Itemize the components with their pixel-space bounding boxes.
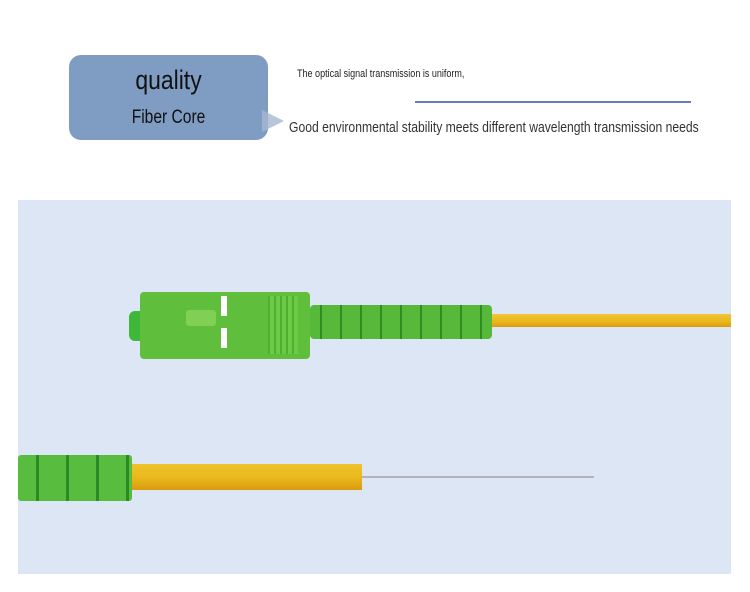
connector-boot bbox=[310, 305, 492, 339]
connector-slot-top bbox=[221, 296, 227, 316]
connector-latch bbox=[186, 310, 216, 326]
product-image-panel bbox=[18, 200, 731, 574]
bare-fiber-core bbox=[362, 476, 594, 478]
callout-pointer bbox=[262, 110, 284, 132]
quality-callout: quality Fiber Core bbox=[69, 55, 268, 140]
description-divider bbox=[415, 101, 691, 103]
callout-subtitle: Fiber Core bbox=[131, 107, 206, 128]
yellow-fiber-jacket bbox=[132, 464, 362, 490]
description-line-2: Good environmental stability meets diffe… bbox=[289, 119, 699, 136]
connector-slot-bottom bbox=[221, 328, 227, 348]
connector-grip-ribs bbox=[268, 296, 298, 354]
description-line-1: The optical signal transmission is unifo… bbox=[297, 68, 465, 80]
yellow-fiber-cable bbox=[492, 314, 731, 327]
stripped-connector-boot bbox=[18, 455, 132, 501]
callout-title: quality bbox=[135, 65, 202, 95]
